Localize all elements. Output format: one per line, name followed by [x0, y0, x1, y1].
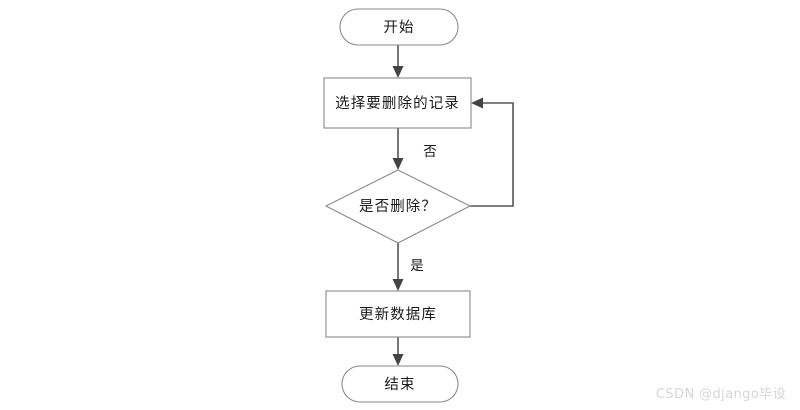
arrow-head-icon [471, 97, 483, 109]
node-select-record[interactable]: 选择要删除的记录 [323, 77, 472, 129]
node-start-label: 开始 [383, 19, 414, 36]
edge-start-to-select [392, 45, 404, 78]
arrow-head-icon [392, 158, 404, 170]
node-update-database-shape [325, 290, 471, 338]
edge-label-yes: 是 [410, 258, 424, 274]
node-start-shape [339, 8, 459, 46]
node-end-label: 结束 [384, 376, 415, 393]
node-end-shape [341, 365, 459, 403]
arrow-head-icon [392, 279, 404, 291]
node-decision-delete-shape [324, 169, 472, 244]
node-select-record-label: 选择要删除的记录 [335, 95, 460, 112]
edge-decision-to-update [392, 243, 404, 291]
node-decision-delete-label: 是否删除？ [359, 198, 437, 215]
edge-decision-to-select-loop [470, 97, 514, 207]
node-update-database[interactable]: 更新数据库 [325, 290, 471, 338]
node-update-database-label: 更新数据库 [359, 306, 437, 323]
node-decision-delete[interactable]: 是否删除？ [324, 169, 472, 244]
arrow-head-icon [392, 354, 404, 366]
arrow-head-icon [392, 66, 404, 78]
node-end[interactable]: 结束 [341, 365, 459, 403]
node-select-record-shape [323, 77, 472, 129]
edge-line [470, 102, 514, 207]
edge-label-no: 否 [423, 144, 437, 160]
edge-update-to-end [392, 337, 404, 366]
edge-select-to-decision [392, 128, 404, 170]
node-start[interactable]: 开始 [339, 8, 459, 46]
watermark: CSDN @django毕设 [655, 387, 786, 402]
